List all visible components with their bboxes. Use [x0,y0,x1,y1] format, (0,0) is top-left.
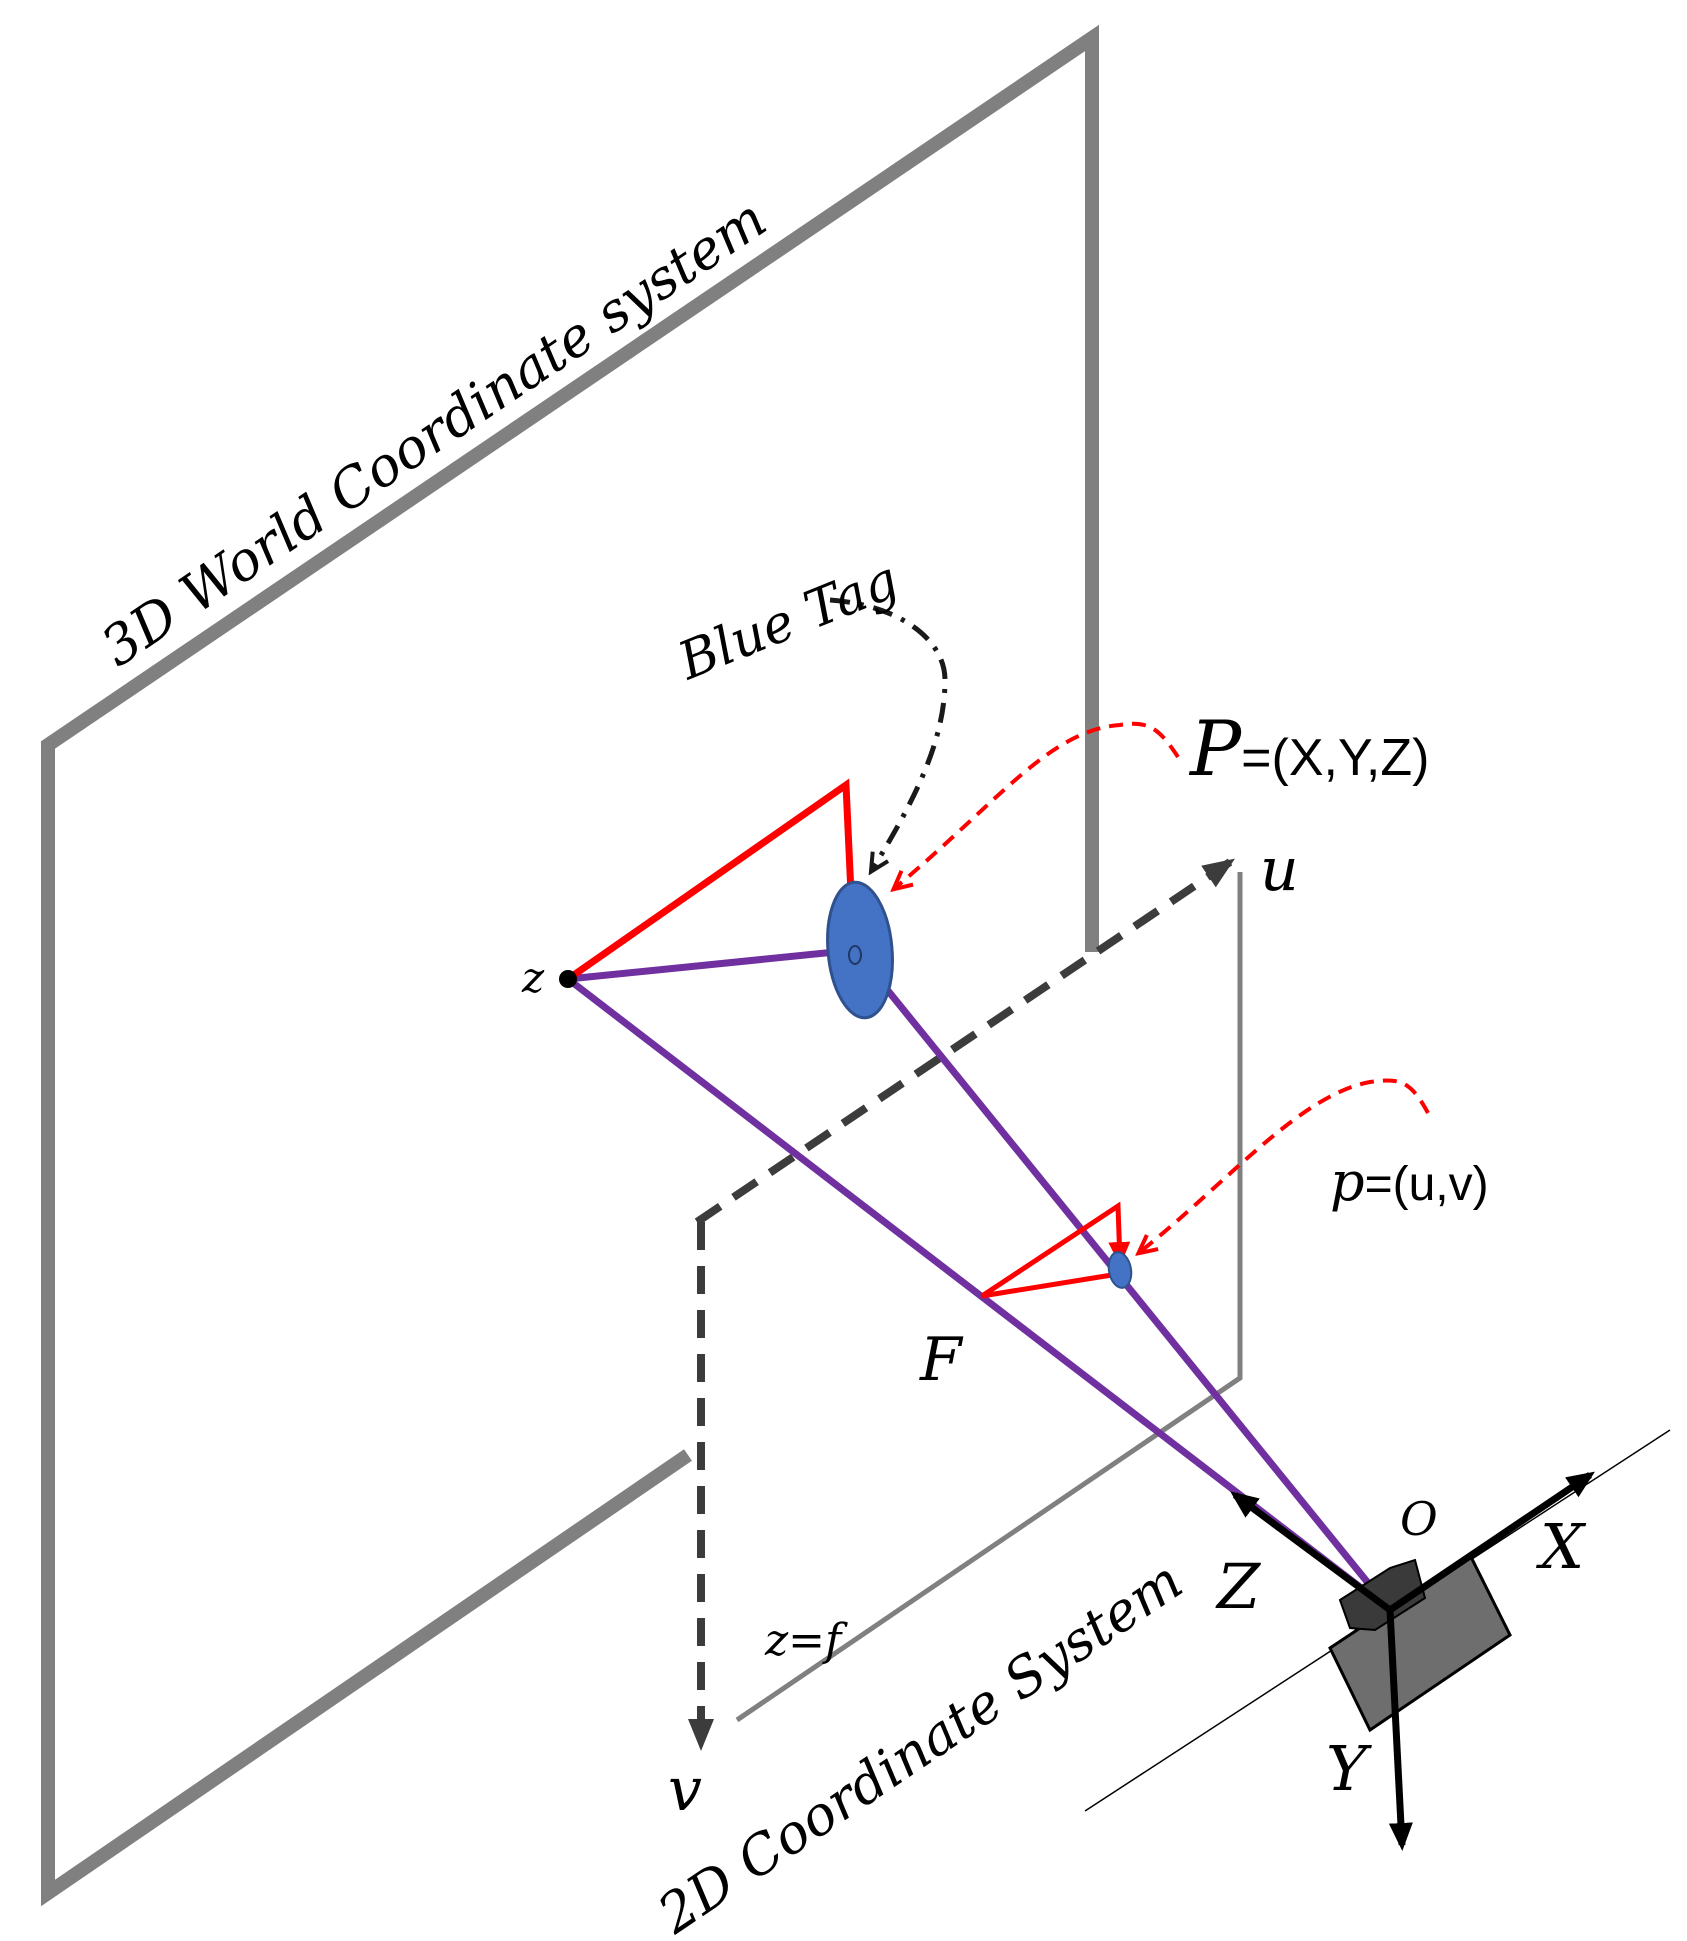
world-point-label: P=(X,Y,Z) [1188,704,1429,793]
red-triangle-large [565,778,863,982]
world-frame-outline [41,24,1099,1907]
world-point-triangle [565,778,863,982]
image-blue-tag [1107,1251,1133,1289]
blue-tag-center [848,945,862,965]
image-point-symbol: p [1330,1150,1365,1213]
camera-lens [1338,1558,1427,1632]
ray-depth-to-tag [567,946,856,983]
camera-axes [1230,1471,1595,1851]
image-point-coords: =(u,v) [1365,1158,1489,1211]
v-axis-label: v [668,1755,702,1825]
camera-y-label: Y [1326,1732,1372,1805]
depth-point-dot [559,970,577,988]
world-coordinate-frame [41,24,1099,1907]
camera-y-axis [1386,1609,1413,1851]
image-plane [735,872,1243,1723]
origin-label: O [1400,1492,1438,1546]
blue-tag-callout [829,597,948,870]
plane-distance-label: z=f [764,1615,848,1666]
camera-z-label: Z [1215,1550,1261,1623]
image-point-callout [1140,1078,1430,1252]
world-system-label: 3D World Coordinate system [90,187,777,679]
focal-point-label: F [919,1325,964,1395]
depth-point-label: z [521,953,545,1002]
blue-tag-label: Blue Tag [669,550,906,692]
projection-rays [565,946,1393,1613]
image-point-triangle [980,1201,1131,1299]
u-axis-dashed [694,858,1235,1226]
image-point-label: p=(u,v) [1330,1150,1489,1213]
camera-x-label: X [1536,1510,1587,1583]
red-triangle-small-base [981,1271,1119,1299]
camera-z-axis [1230,1491,1393,1613]
red-triangle-small [980,1201,1131,1299]
image-axes [688,858,1235,1751]
world-point-coords: =(X,Y,Z) [1241,729,1429,787]
world-point-callout [895,721,1180,888]
image-system-label: 2D Coordinate System [646,1549,1193,1941]
image-plane-edges [735,872,1243,1723]
blue-tag [826,880,894,1020]
u-axis-label: u [1260,835,1299,905]
camera-x-axis [1388,1471,1595,1613]
world-point-symbol: P [1188,704,1243,793]
